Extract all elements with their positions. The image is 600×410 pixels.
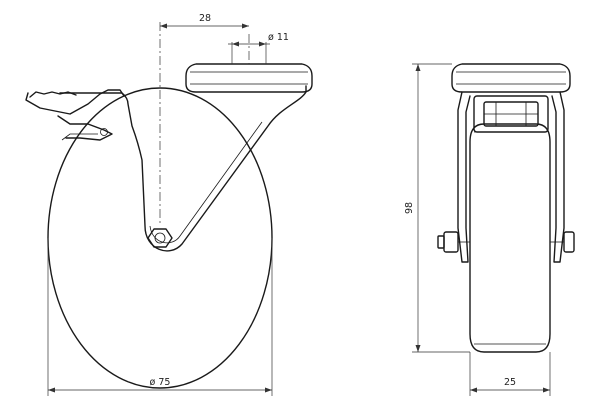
diameter-dimension: ø 75 xyxy=(47,238,273,396)
fork-arm xyxy=(59,85,307,252)
bolt-hole-label: ø 11 xyxy=(268,32,289,43)
front-view: 98 25 xyxy=(404,63,575,396)
brake-pivot xyxy=(100,128,108,136)
fork-arm-inner-edge xyxy=(149,121,263,244)
axle-nut-right xyxy=(563,231,575,253)
top-plate xyxy=(185,63,313,93)
brake-pedal-tread xyxy=(29,91,77,98)
axle-nut-left xyxy=(443,231,459,253)
brake-housing xyxy=(473,95,549,133)
front-wheel xyxy=(469,123,551,353)
front-top-plate xyxy=(451,63,571,93)
axle-nut xyxy=(147,228,173,248)
brake-lever xyxy=(57,115,113,141)
offset-dimension: 28 xyxy=(160,13,249,29)
bolt-hole-dimension: ø 11 xyxy=(228,32,289,64)
offset-label: 28 xyxy=(199,13,211,24)
height-label: 98 xyxy=(404,202,415,214)
width-dimension: 25 xyxy=(469,352,551,396)
side-view: 28 ø 11 ø 75 xyxy=(25,13,313,396)
height-dimension: 98 xyxy=(404,63,470,353)
diameter-label: ø 75 xyxy=(150,377,171,388)
brake-lever-edge xyxy=(61,133,98,141)
brake-pedal xyxy=(25,89,125,115)
width-label: 25 xyxy=(504,377,516,388)
fork-leg-right xyxy=(551,91,565,263)
axle-end-left xyxy=(437,235,445,249)
fork-leg-left xyxy=(457,91,471,263)
axle-center xyxy=(154,232,166,244)
